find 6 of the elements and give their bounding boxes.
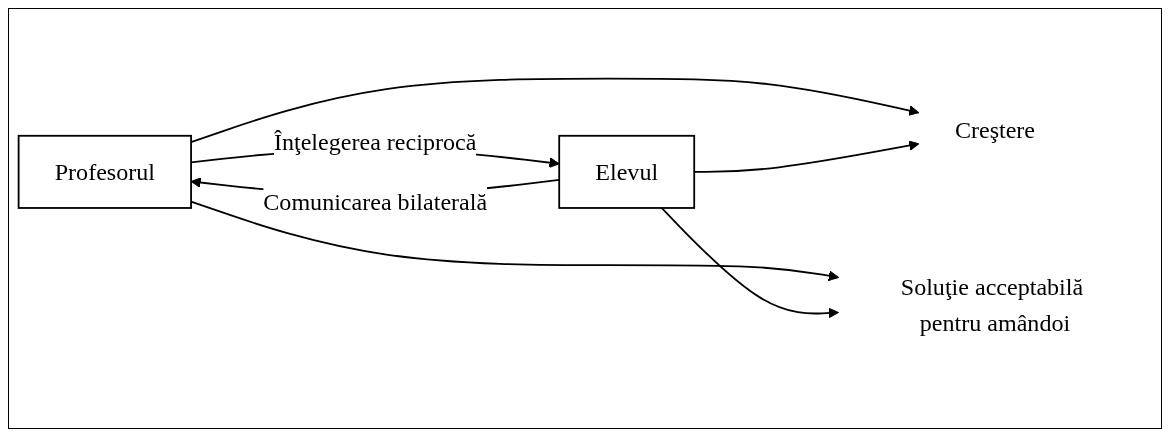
arrow xyxy=(660,207,840,319)
node-text: Creştere xyxy=(954,116,1036,144)
diagram-frame: Înţelegerea reciprocă Comunicarea bilaterală Creştere Profesorul Elevul Soluţie acceptabilă pentru amândoi xyxy=(8,8,1162,429)
node-box xyxy=(17,134,192,209)
node-text: Soluţie acceptabilă pentru amândoi xyxy=(900,272,1084,336)
node-box xyxy=(558,134,696,209)
